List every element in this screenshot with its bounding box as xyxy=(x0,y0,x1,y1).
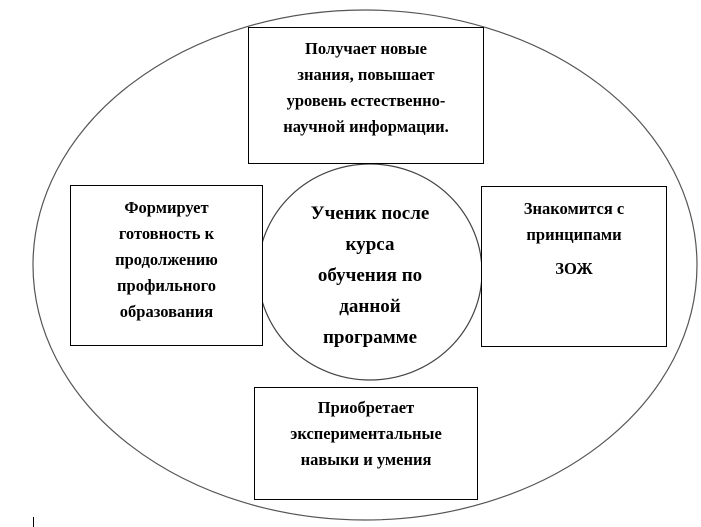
box-line: профильного xyxy=(117,276,216,295)
center-line: курса xyxy=(345,234,395,255)
box-line: экспериментальные xyxy=(290,424,442,443)
box-line: уровень естественно- xyxy=(286,91,446,110)
box-line: продолжению xyxy=(115,250,218,269)
box-line: научной информации. xyxy=(283,117,449,136)
box-line: Знакомится с xyxy=(523,199,625,218)
box-line: навыки и умения xyxy=(300,450,432,469)
right-box: Знакомится с принципами ЗОЖ xyxy=(481,186,667,347)
box-line: образования xyxy=(119,302,214,321)
box-line: знания, повышает xyxy=(297,65,435,84)
outer-ellipse xyxy=(32,9,698,521)
box-line: Получает новые xyxy=(305,39,427,58)
box-line: Формирует xyxy=(124,198,209,217)
top-box: Получает новые знания, повышает уровень … xyxy=(248,27,484,164)
center-line: данной xyxy=(339,296,401,317)
center-line: обучения по xyxy=(317,265,423,286)
left-box: Формирует готовность к продолжению профи… xyxy=(70,185,263,346)
bottom-box: Приобретает экспериментальные навыки и у… xyxy=(254,387,478,500)
center-label: Ученик после курса обучения по данной пр… xyxy=(270,198,470,353)
box-line: ЗОЖ xyxy=(555,259,593,278)
center-line: Ученик после xyxy=(310,203,430,224)
box-line: готовность к xyxy=(118,224,215,243)
center-line: программе xyxy=(322,327,418,348)
box-line: Приобретает xyxy=(317,398,415,417)
box-line: принципами xyxy=(526,225,622,244)
